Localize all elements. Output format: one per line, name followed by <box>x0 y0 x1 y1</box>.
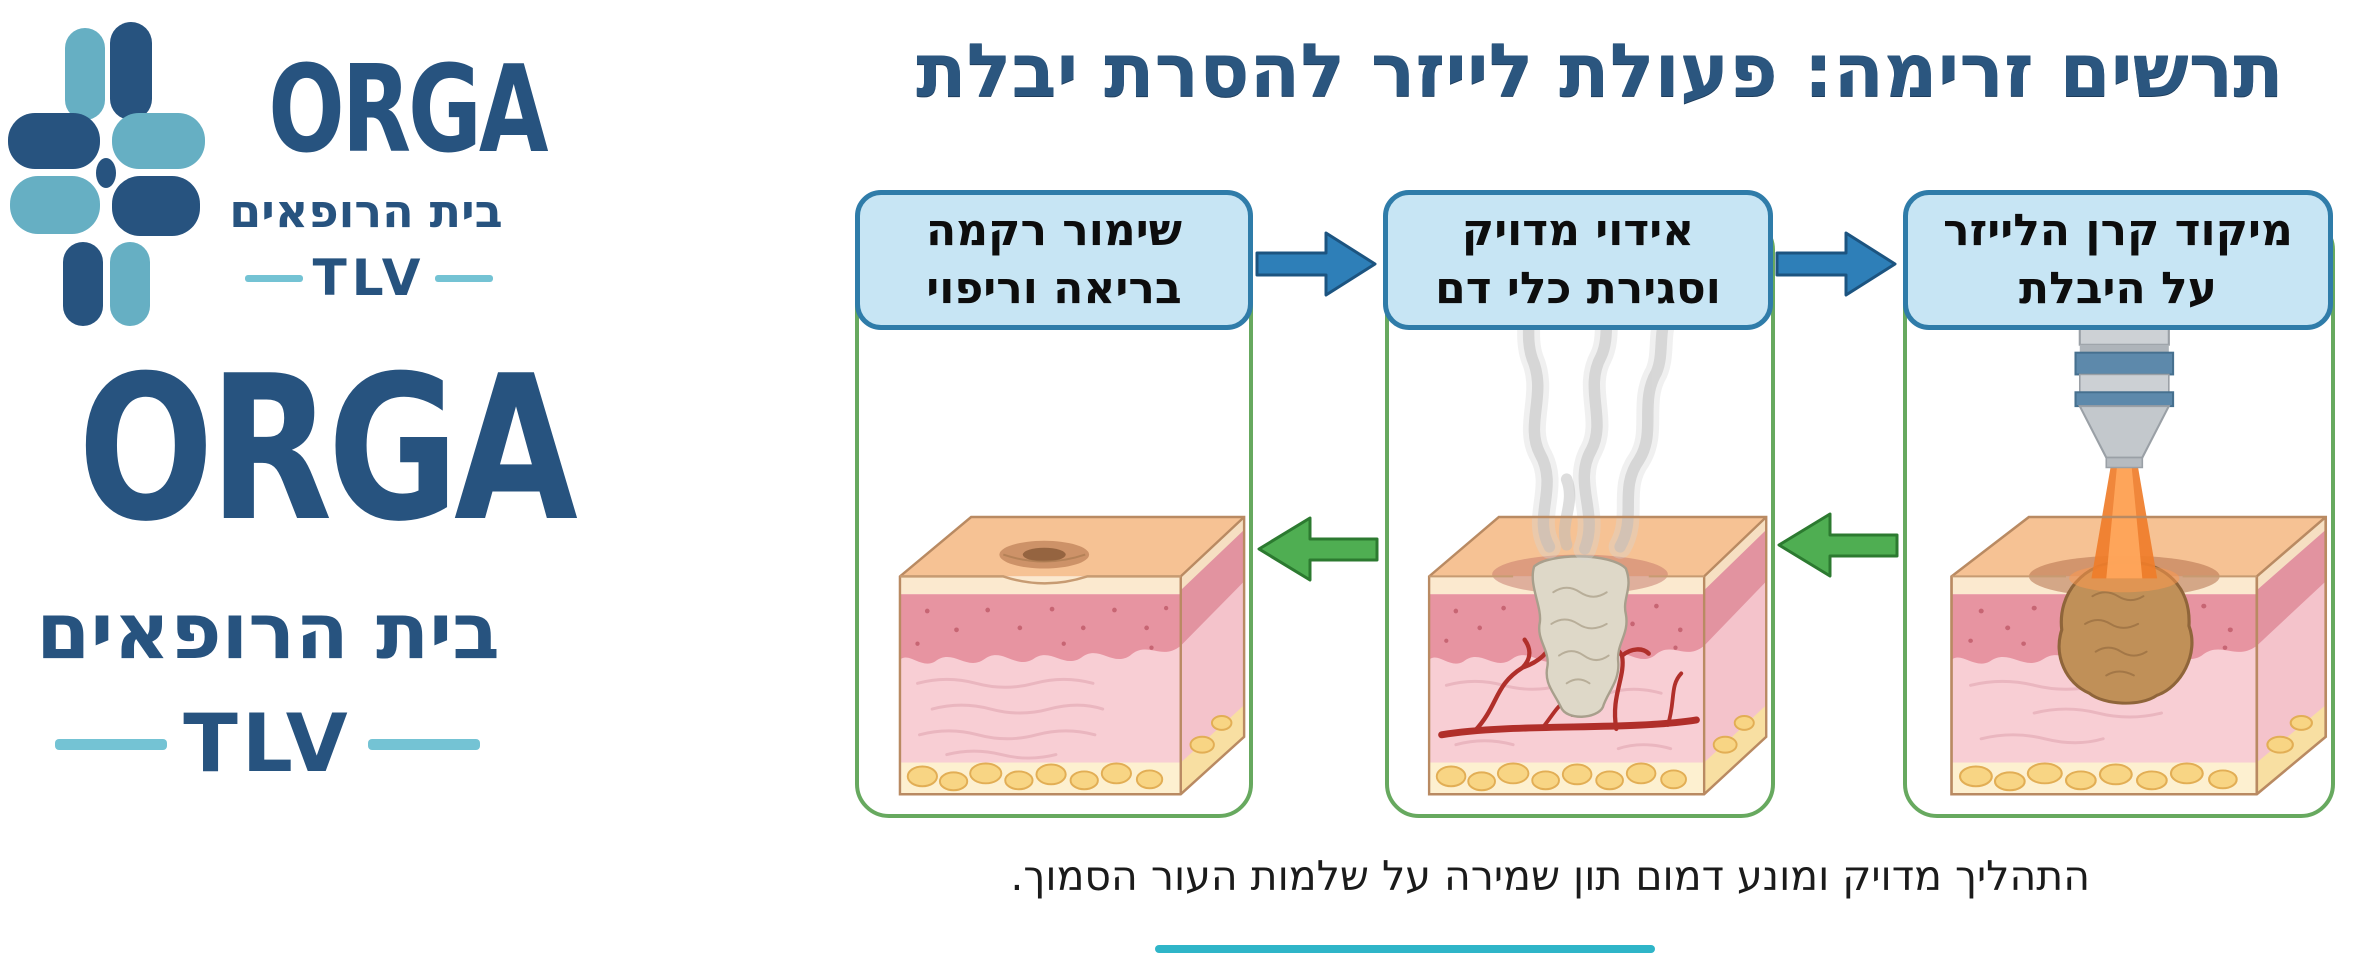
tlv-label-large: TLV <box>183 697 352 790</box>
step-3-label-line1: שימור רקמה <box>925 204 1183 256</box>
orga-wordmark-large-text: ORGA <box>77 333 578 566</box>
tlv-right-dash-large <box>367 738 480 750</box>
step-1-label-box: מיקוד קרן הלייזר על היבלת <box>1903 190 2333 330</box>
vaporization-smoke-illustration <box>1427 277 1768 796</box>
caption-underline <box>1155 945 1655 953</box>
logo-subtitle-small: בית הרופאים <box>229 184 503 238</box>
logo-tlv-row-large: TLV <box>55 698 480 790</box>
step-3-label-line2: בריאה וריפוי <box>926 263 1182 314</box>
caption-text: התהליך מדויק ומונע דמום תון שמירה על שלמ… <box>1010 852 2090 900</box>
blue-right-arrow-icon <box>1255 231 1377 297</box>
healed-skin-illustration <box>898 515 1246 796</box>
tlv-left-dash-large <box>55 738 168 750</box>
step-2-label-box: אידוי מדויק וסגירת כלי דם <box>1383 190 1773 330</box>
tlv-right-dash <box>435 274 494 282</box>
diagram-title: תרשים זרימה: פעולת לייזר להסרת יבלת <box>916 28 2284 114</box>
step-3-panel <box>855 216 1253 818</box>
step-3-label-box: שימור רקמה בריאה וריפוי <box>855 190 1253 330</box>
orga-wordmark-large: ORGA <box>16 350 578 562</box>
green-left-arrow-icon <box>1257 516 1379 582</box>
green-left-arrow-icon <box>1777 512 1899 578</box>
orga-wordmark-small: ORGA <box>222 51 548 174</box>
blue-right-arrow-icon <box>1775 231 1897 297</box>
orga-logo-icon <box>8 22 205 326</box>
laser-beam-on-wart-illustration <box>1950 327 2328 796</box>
step-2-label-line2: וסגירת כלי דם <box>1435 263 1721 314</box>
tlv-left-dash <box>244 274 303 282</box>
step-1-label-line1: מיקוד קרן הלייזר <box>1943 204 2293 256</box>
step-2-label-line1: אידוי מדויק <box>1461 204 1695 256</box>
logo-subtitle-large: בית הרופאים <box>36 587 500 677</box>
orga-wordmark-small-text: ORGA <box>268 41 548 180</box>
tlv-label-small: TLV <box>312 249 426 307</box>
step-1-label-line2: על היבלת <box>2019 263 2217 314</box>
logo-tlv-row-small: TLV <box>240 250 498 306</box>
